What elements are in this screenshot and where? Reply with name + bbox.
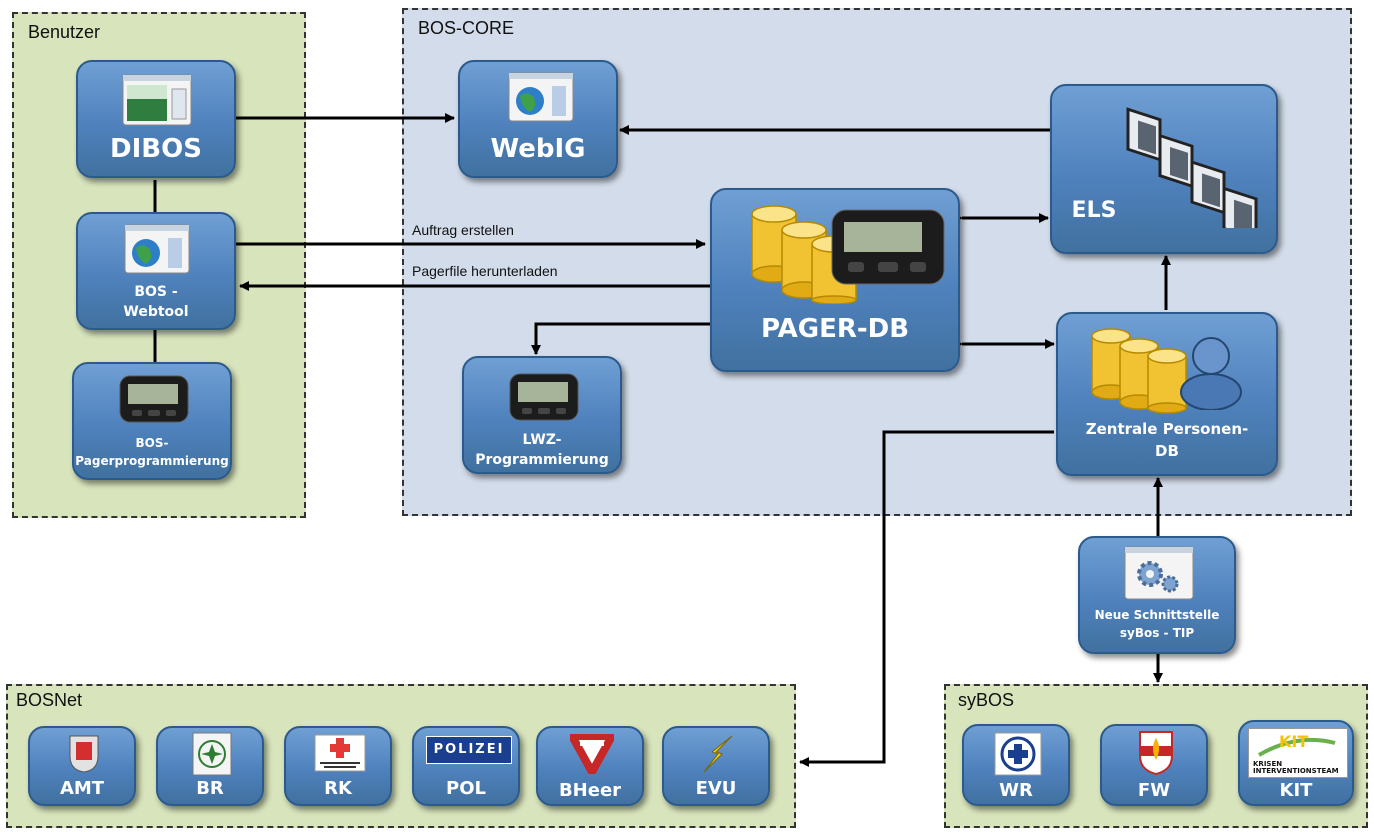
crisis-team-logo-icon: KIT KRISEN INTERVENTIONSTEAM [1248,728,1348,778]
org-node-evu: EVU [662,726,770,806]
edge-label-pagerfile: Pagerfile herunterladen [412,263,558,279]
node-label-lwz-1: LWZ- [522,432,562,448]
org-label-bheer: BHeer [558,780,622,801]
org-node-kit: KIT KRISEN INTERVENTIONSTEAM KIT [1238,720,1354,806]
web-window-globe-icon [508,72,574,122]
pager-icon [509,373,579,421]
node-lwz-programmierung: LWZ- Programmierung [462,356,622,474]
org-node-wr: WR [962,724,1070,806]
org-node-pol: POLIZEI POL [412,726,520,806]
org-node-bheer: BHeer [536,726,644,806]
pager-icon [831,209,945,285]
node-label-zpdb-1: Zentrale Personen- [1085,420,1249,438]
pager-icon [119,375,189,423]
person-icon [1180,337,1242,410]
node-label-pager-db: PAGER-DB [760,314,910,344]
org-node-fw: FW [1100,724,1208,806]
edge-label-auftrag: Auftrag erstellen [412,222,514,238]
node-bos-pagerprogrammierung: BOS- Pagerprogrammierung [72,362,232,480]
org-label-amt: AMT [59,778,105,799]
web-window-globe-icon [124,224,190,274]
node-label-webig: WebIG [490,134,586,164]
org-label-pol: POL [446,778,486,799]
node-label-zpdb-2: DB [1155,442,1179,460]
mountain-rescue-badge-icon [192,732,232,776]
node-label-tip-2: syBos - TIP [1119,626,1195,640]
node-label-webtool-2: Webtool [123,304,189,320]
org-label-wr: WR [999,780,1033,801]
node-label-els: ELS [1071,198,1117,223]
org-node-rk: RK [284,726,392,806]
org-label-rk: RK [324,778,352,799]
army-triangle-icon [570,734,614,774]
group-label-sybos: syBOS [958,690,1015,710]
coat-of-arms-icon [69,735,99,773]
database-cylinders-icon [1091,328,1187,414]
org-label-evu: EVU [695,778,737,799]
node-zentrale-personen-db: Zentrale Personen- DB [1056,312,1278,476]
node-label-webtool-1: BOS - [134,284,178,300]
node-label-pagerprog-1: BOS- [135,436,169,450]
group-label-bosnet: BOSNet [16,690,83,710]
monitors-icon [1126,107,1258,228]
police-sign-icon: POLIZEI [426,736,512,764]
group-label-bos-core: BOS-CORE [418,18,515,38]
node-bos-webtool: BOS - Webtool [76,212,236,330]
svg-text:KIT: KIT [1279,732,1308,751]
water-rescue-badge-icon [994,732,1042,776]
node-label-tip-1: Neue Schnittstelle [1094,608,1220,622]
gears-window-icon [1124,546,1194,600]
lightning-icon [703,735,733,773]
node-webig: WebIG [458,60,618,178]
org-label-fw: FW [1137,780,1171,801]
org-label-br: BR [196,778,224,799]
police-sign-text: POLIZEI [433,742,505,757]
org-label-kit: KIT [1279,780,1313,801]
node-label-lwz-2: Programmierung [475,452,609,468]
red-cross-icon [314,734,366,772]
node-pager-db: PAGER-DB [710,188,960,372]
org-node-amt: AMT [28,726,136,806]
window-chart-icon [122,74,192,126]
fire-brigade-icon [1139,731,1173,776]
org-node-br: BR [156,726,264,806]
kit-badge-text: KRISEN INTERVENTIONSTEAM [1253,760,1339,775]
node-dibos: DIBOS [76,60,236,178]
node-els: ELS [1050,84,1278,254]
node-label-pagerprog-2: Pagerprogrammierung [75,454,229,468]
node-sybos-tip: Neue Schnittstelle syBos - TIP [1078,536,1236,654]
group-label-benutzer: Benutzer [28,22,101,42]
node-label-dibos: DIBOS [110,134,202,164]
